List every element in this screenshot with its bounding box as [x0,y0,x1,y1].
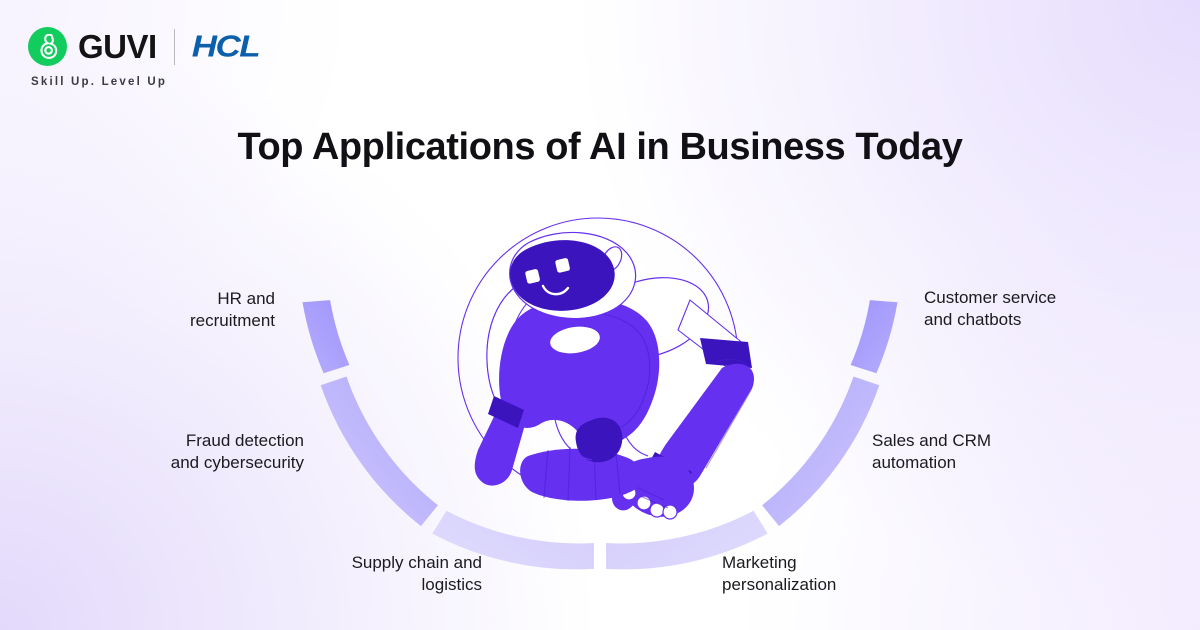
robot-left-hip-joint [488,396,524,428]
robot-core-hub [575,417,623,463]
robot-elbow-joint [700,338,752,368]
guvi-logo-icon [28,27,67,66]
robot-face-plate [510,240,615,311]
arc-segment-sales [762,376,880,527]
guvi-tagline: Skill Up. Level Up [31,76,168,88]
robot-belly-outline-right [619,423,649,457]
arc-segment-hr [302,300,350,374]
arc-segment-marketing [606,510,768,570]
robot-finger-joint-5 [662,504,678,520]
arc-segment-supply [432,510,594,570]
label-customer-service: Customer service and chatbots [924,288,1057,330]
robot-torso [499,298,660,445]
arc-ring [302,300,898,570]
hcl-wordmark: HCL [191,29,261,64]
robot-smile [541,284,570,296]
robot-belly-outline [553,413,593,461]
robot-right-forearm [656,363,754,489]
robot-finger-lines [633,485,669,509]
robot-base-roller [520,448,642,501]
robot-base-roller-segments [543,446,621,502]
label-sales-and-crm: Sales and CRM automation [872,431,992,473]
robot-eye-left [525,269,540,284]
ai-robot-illustration [457,217,755,520]
page-title: Top Applications of AI in Business Today [237,126,963,168]
arc-segment-customer [850,300,898,374]
robot-eye-right [555,258,570,273]
brand-header: GUVI HCL Skill Up. Level Up [28,27,261,88]
label-supply-chain: Supply chain and logistics [351,553,482,595]
guvi-wordmark: GUVI [78,28,157,65]
arc-segment-fraud [320,376,438,527]
robot-chest-emblem [550,326,600,354]
label-hr-and-recruitment: HR and recruitment [189,289,275,331]
label-marketing-personalization: Marketing personalization [722,553,837,595]
robot-forearm-highlight [705,358,755,469]
logo-divider [173,28,175,65]
label-fraud-detection: Fraud detection and cybersecurity [170,431,304,473]
logo-row: GUVI HCL [28,27,261,66]
